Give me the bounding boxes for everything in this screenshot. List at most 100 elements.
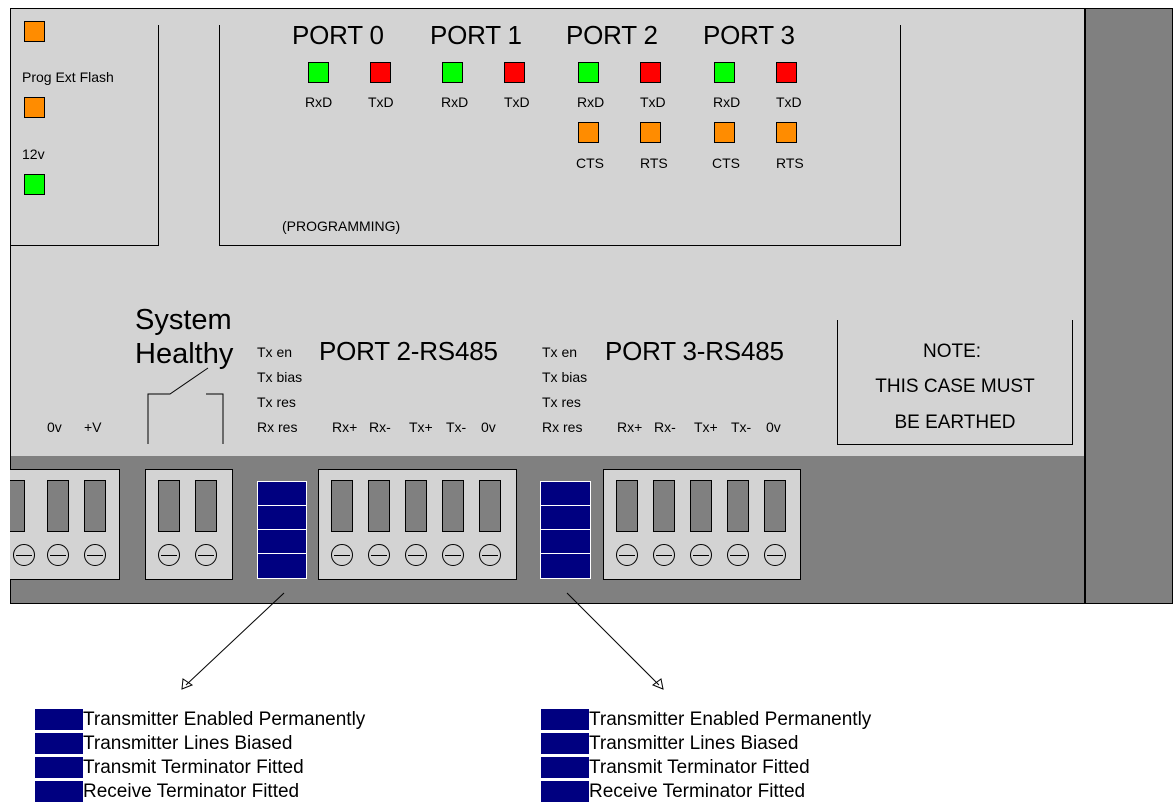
- system-healthy-line2: Healthy: [135, 338, 234, 370]
- p3-rs485-title: PORT 3-RS485: [605, 336, 784, 366]
- device-panel: [10, 8, 1085, 458]
- p3-tx-en-label: Tx en: [542, 344, 578, 360]
- terminal-slot: [442, 480, 464, 532]
- port3-dip-switch[interactable]: [540, 481, 591, 579]
- terminal-screw-icon: [13, 544, 35, 566]
- port0-txd-label: TxD: [368, 94, 394, 110]
- p2-rs485-title: PORT 2-RS485: [319, 336, 498, 366]
- port2-rxd-led: [578, 62, 599, 83]
- p3-tx-res-label: Tx res: [542, 394, 581, 410]
- note-heading: NOTE:: [837, 341, 1073, 363]
- callout-arrow-port2: [181, 592, 285, 690]
- ports-box-left: [219, 25, 220, 245]
- legend-chip: [541, 709, 589, 730]
- terminal-slot: [727, 480, 749, 532]
- terminal-screw-icon: [158, 544, 180, 566]
- p2-tx-bias-label: Tx bias: [257, 369, 303, 385]
- dip-switch-tx-res[interactable]: [541, 530, 590, 554]
- legend-rx-terminator: Receive Terminator Fitted: [589, 781, 806, 802]
- terminal-screw-icon: [405, 544, 427, 566]
- p2-pin-rx-plus: Rx+: [332, 419, 358, 435]
- port-3-title: PORT 3: [703, 20, 795, 50]
- note-line3: BE EARTHED: [894, 412, 1016, 433]
- terminal-slot: [479, 480, 501, 532]
- 12v-led: [24, 174, 45, 195]
- legend-tx-terminator: Transmit Terminator Fitted: [589, 757, 810, 778]
- legend-chip: [35, 733, 83, 754]
- terminal-screw-icon: [84, 544, 106, 566]
- terminal-slot: [47, 480, 69, 532]
- p2-rx-res-label: Rx res: [257, 419, 298, 435]
- terminal-screw-icon: [47, 544, 69, 566]
- legend-chip: [541, 757, 589, 778]
- ports-box-bottom: [219, 245, 901, 246]
- port2-rts-label: RTS: [640, 155, 668, 171]
- 0v-power-label: 0v: [47, 419, 62, 435]
- note-box-left: [837, 320, 838, 444]
- dip-switch-tx-bias[interactable]: [541, 506, 590, 530]
- port3-cts-label: CTS: [712, 155, 740, 171]
- port0-txd-led: [370, 62, 391, 83]
- terminal-slot: [10, 480, 25, 532]
- p2-tx-res-label: Tx res: [257, 394, 296, 410]
- port2-cts-label: CTS: [576, 155, 604, 171]
- terminal-slot: [653, 480, 675, 532]
- dip-switch-tx-en[interactable]: [258, 482, 306, 506]
- terminal-screw-icon: [616, 544, 638, 566]
- p3-pin-rx-minus: Rx-: [654, 419, 676, 435]
- port0-rxd-led: [308, 62, 329, 83]
- terminal-screw-icon: [727, 544, 749, 566]
- programming-label: (PROGRAMMING): [282, 218, 401, 234]
- terminal-screw-icon: [331, 544, 353, 566]
- terminal-slot: [84, 480, 106, 532]
- dip-switch-rx-res[interactable]: [258, 554, 306, 578]
- legend-tx-biased: Transmitter Lines Biased: [589, 733, 799, 754]
- port2-cts-led: [578, 122, 599, 143]
- port3-rxd-led: [714, 62, 735, 83]
- port2-txd-led: [640, 62, 661, 83]
- port0-rxd-label: RxD: [305, 94, 333, 110]
- terminal-slot: [616, 480, 638, 532]
- dip-switch-tx-en[interactable]: [541, 482, 590, 506]
- legend-chip: [35, 781, 83, 802]
- terminal-screw-icon: [653, 544, 675, 566]
- status-led-top: [24, 21, 45, 42]
- plus-v-power-label: +V: [84, 419, 102, 435]
- port2-dip-switch[interactable]: [257, 481, 307, 579]
- p2-tx-en-label: Tx en: [257, 344, 293, 360]
- note-box-bottom: [837, 444, 1073, 445]
- note-box-right: [1072, 320, 1073, 444]
- terminal-slot: [405, 480, 427, 532]
- left-box-divider: [158, 25, 159, 245]
- ports-box-right: [900, 25, 901, 245]
- port2-rxd-label: RxD: [577, 94, 605, 110]
- terminal-screw-icon: [690, 544, 712, 566]
- terminal-slot: [158, 480, 180, 532]
- legend-chip: [541, 733, 589, 754]
- dip-switch-tx-bias[interactable]: [258, 506, 306, 530]
- p2-pin-rx-minus: Rx-: [369, 419, 391, 435]
- port-2-title: PORT 2: [566, 20, 658, 50]
- p2-pin-tx-minus: Tx-: [446, 419, 467, 435]
- prog-ext-flash-label: Prog Ext Flash: [22, 69, 114, 85]
- p3-rx-res-label: Rx res: [542, 419, 583, 435]
- left-box-bottom: [10, 245, 159, 246]
- p3-tx-bias-label: Tx bias: [542, 369, 588, 385]
- port2-rts-led: [640, 122, 661, 143]
- legend-rx-terminator: Receive Terminator Fitted: [83, 781, 300, 802]
- dip-switch-tx-res[interactable]: [258, 530, 306, 554]
- port2-txd-label: TxD: [640, 94, 666, 110]
- port3-rts-label: RTS: [776, 155, 804, 171]
- legend-tx-terminator: Transmit Terminator Fitted: [83, 757, 304, 778]
- terminal-screw-icon: [368, 544, 390, 566]
- terminal-slot: [764, 480, 786, 532]
- legend-tx-enabled: Transmitter Enabled Permanently: [589, 709, 872, 730]
- terminal-slot: [690, 480, 712, 532]
- terminal-slot: [331, 480, 353, 532]
- dip-switch-rx-res[interactable]: [541, 554, 590, 578]
- system-healthy-line1: System: [135, 304, 232, 336]
- terminal-screw-icon: [195, 544, 217, 566]
- callout-arrow-port3: [566, 592, 664, 690]
- p3-pin-tx-plus: Tx+: [694, 419, 718, 435]
- port-0-title: PORT 0: [292, 20, 384, 50]
